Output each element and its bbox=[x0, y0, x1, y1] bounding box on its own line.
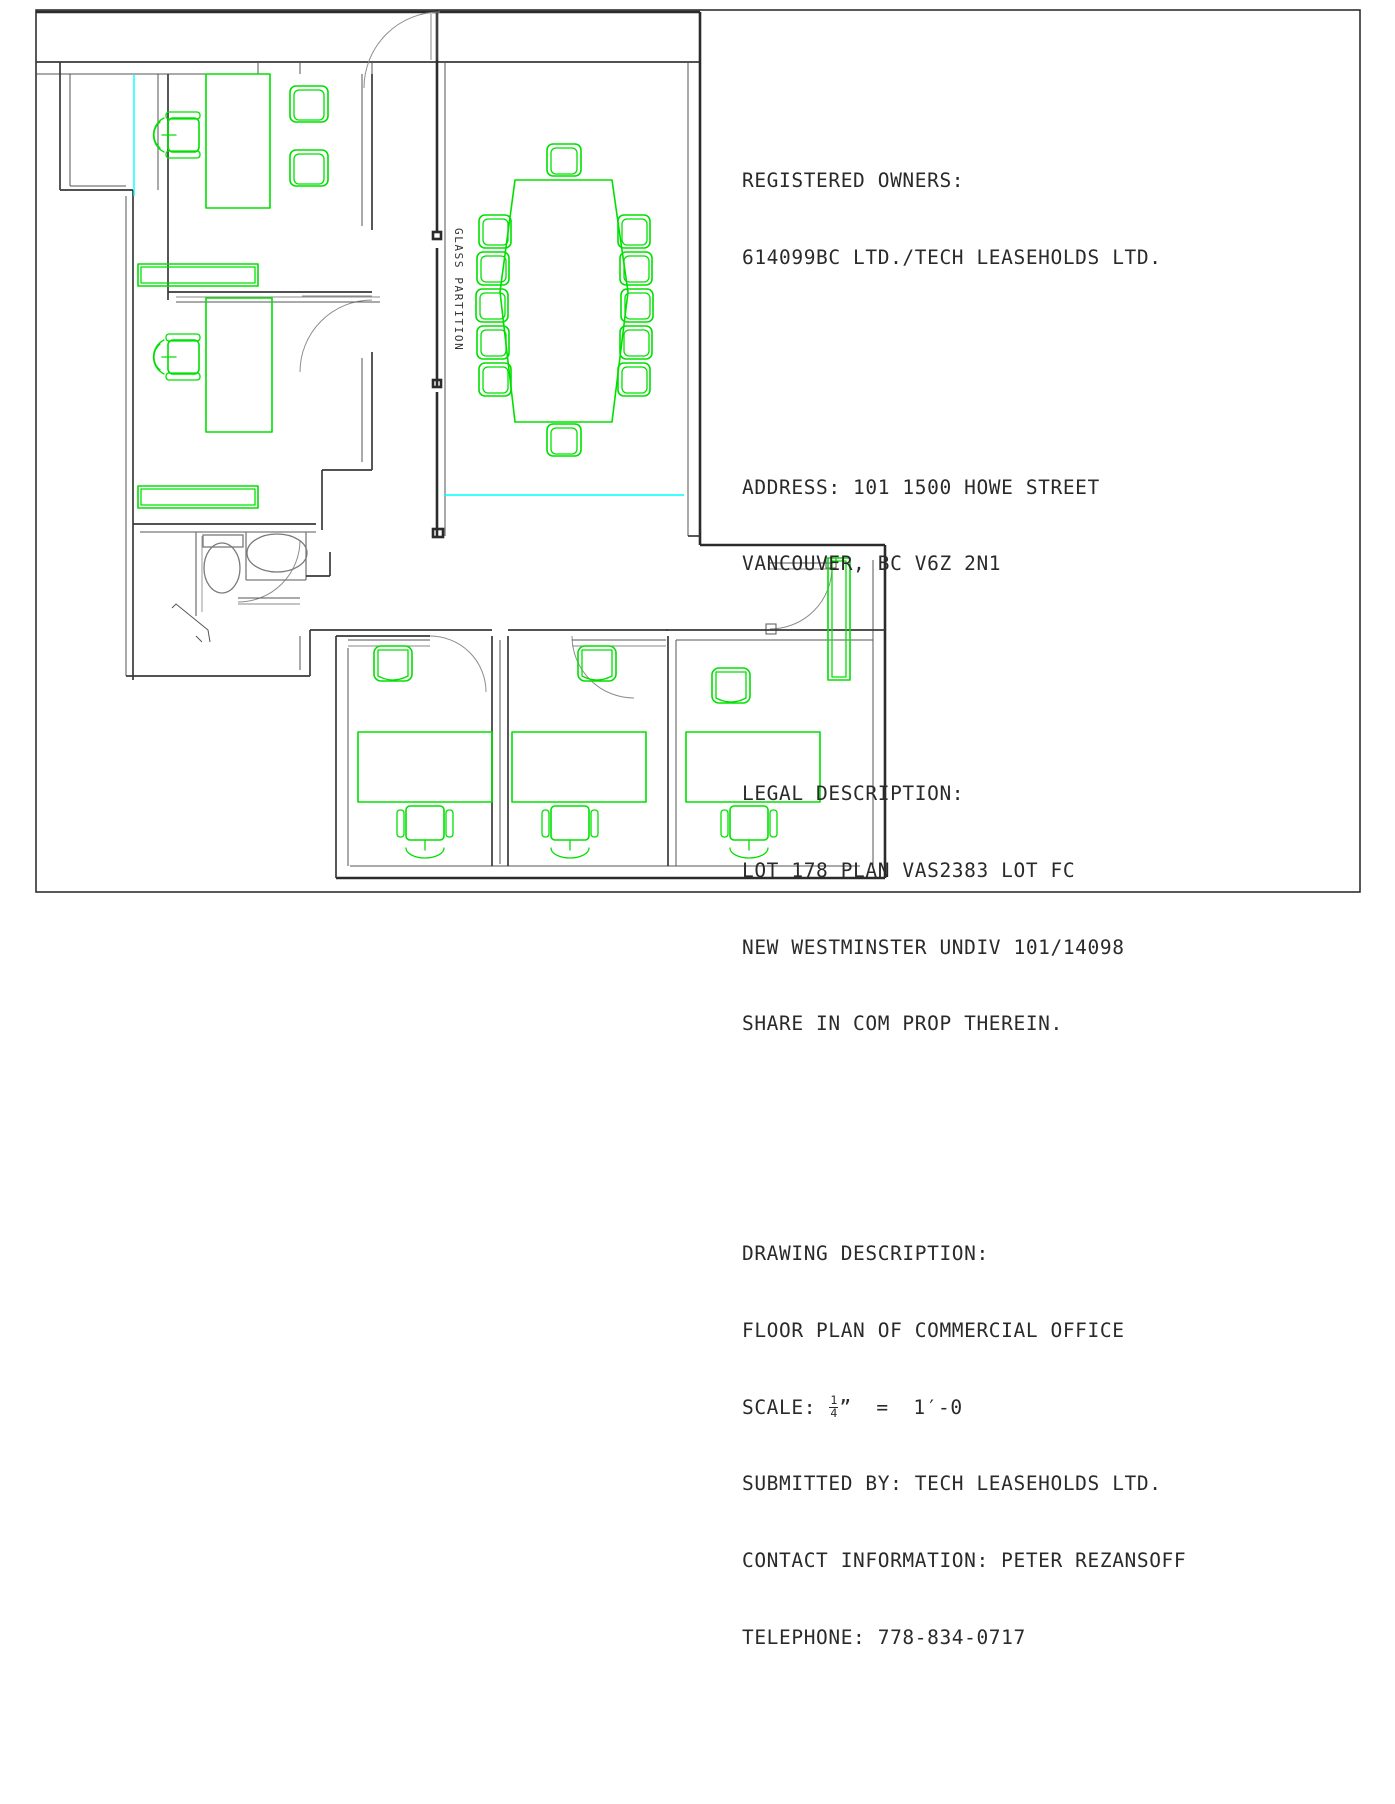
toilet-tank bbox=[202, 534, 244, 548]
furniture-office-1 bbox=[137, 73, 329, 287]
conference-table bbox=[499, 179, 629, 423]
guest-chair-office-b bbox=[577, 645, 617, 682]
legal-description-line-2: NEW WESTMINSTER UNDIV 101/14098 bbox=[742, 935, 1125, 959]
glazing-lines bbox=[133, 74, 684, 496]
conference-chair-left-2 bbox=[476, 251, 510, 286]
task-chair-office-b bbox=[541, 805, 599, 859]
scale-prefix: SCALE: bbox=[742, 1395, 829, 1419]
conference-chair-head-bottom bbox=[546, 423, 582, 457]
scale-denominator: 4 bbox=[830, 1406, 838, 1421]
telephone-line: TELEPHONE: 778-834-0717 bbox=[742, 1626, 1026, 1650]
task-chair-office-a bbox=[396, 805, 454, 859]
desk-office-c bbox=[685, 731, 821, 803]
conference-chair-head-top bbox=[546, 143, 582, 177]
desk-office-2 bbox=[205, 297, 273, 433]
drawing-description-block: DRAWING DESCRIPTION: FLOOR PLAN OF COMME… bbox=[742, 1190, 1342, 1702]
scale-suffix: ” = 1′-0 bbox=[839, 1395, 963, 1419]
washroom-fixtures bbox=[195, 531, 331, 616]
furniture-office-2 bbox=[137, 297, 273, 509]
credenza-office-2 bbox=[137, 485, 259, 509]
legal-description-line-1: LOT 178 PLAN VAS2383 LOT FC bbox=[742, 858, 1076, 882]
conference-chair-left-1 bbox=[478, 214, 512, 249]
floor-plan-drawing: GLASS PARTITION bbox=[35, 9, 1361, 893]
conference-chair-right-5 bbox=[617, 362, 651, 397]
legal-description-heading: LEGAL DESCRIPTION: bbox=[742, 782, 965, 806]
exterior-walls bbox=[36, 10, 887, 880]
guest-chair-office-1-a bbox=[289, 85, 329, 123]
glass-partition-wall: GLASS PARTITION bbox=[431, 10, 465, 539]
desk-office-a bbox=[357, 731, 493, 803]
address-line-1: ADDRESS: 101 1500 HOWE STREET bbox=[742, 475, 1100, 499]
guest-chair-office-1-b bbox=[289, 149, 329, 187]
furniture-office-b bbox=[511, 645, 647, 859]
registered-owners-heading: REGISTERED OWNERS: bbox=[742, 168, 965, 192]
conference-chair-left-5 bbox=[478, 362, 512, 397]
conference-chair-right-3 bbox=[620, 288, 654, 323]
task-chair-office-2 bbox=[152, 333, 201, 381]
doors bbox=[171, 11, 837, 699]
sheet-border bbox=[35, 9, 1361, 893]
conference-chair-right-1 bbox=[617, 214, 651, 249]
furniture-office-a bbox=[357, 645, 493, 859]
conference-chair-left-4 bbox=[476, 325, 510, 360]
toilet-bowl bbox=[203, 542, 241, 594]
guest-chair-office-c bbox=[711, 667, 751, 704]
storage-cabinet-office-c bbox=[827, 557, 851, 681]
legal-description-line-3: SHARE IN COM PROP THEREIN. bbox=[742, 1012, 1063, 1036]
desk-office-1 bbox=[205, 73, 271, 209]
sink-basin bbox=[246, 533, 308, 573]
task-chair-office-1 bbox=[152, 111, 201, 159]
drawing-sheet: GLASS PARTITION bbox=[35, 9, 1361, 1650]
registered-owners-value: 614099BC LTD./TECH LEASEHOLDS LTD. bbox=[742, 245, 1162, 269]
title-block: REGISTERED OWNERS: 614099BC LTD./TECH LE… bbox=[742, 40, 1342, 1804]
credenza-office-1 bbox=[137, 263, 259, 287]
interior-partitions-lower bbox=[336, 629, 885, 866]
contact-information-line: CONTACT INFORMATION: PETER REZANSOFF bbox=[742, 1549, 1187, 1573]
address-line-2: VANCOUVER, BC V6Z 2N1 bbox=[742, 552, 1002, 576]
submitted-by-line: SUBMITTED BY: TECH LEASEHOLDS LTD. bbox=[742, 1472, 1162, 1496]
furniture-office-c bbox=[685, 557, 851, 859]
registered-owners-block: REGISTERED OWNERS: 614099BC LTD./TECH LE… bbox=[742, 117, 1342, 322]
conference-chair-right-2 bbox=[619, 251, 653, 286]
furniture-conference-room bbox=[475, 143, 654, 457]
drawing-description-heading: DRAWING DESCRIPTION: bbox=[742, 1242, 989, 1266]
guest-chair-office-a bbox=[373, 645, 413, 682]
drawing-description-line-1: FLOOR PLAN OF COMMERCIAL OFFICE bbox=[742, 1318, 1125, 1342]
interior-partitions-upper bbox=[133, 62, 380, 533]
desk-office-b bbox=[511, 731, 647, 803]
conference-chair-right-4 bbox=[619, 325, 653, 360]
legal-description-block: LEGAL DESCRIPTION: LOT 178 PLAN VAS2383 … bbox=[742, 730, 1342, 1088]
conference-chair-left-3 bbox=[475, 288, 509, 323]
task-chair-office-c bbox=[720, 805, 778, 859]
address-block: ADDRESS: 101 1500 HOWE STREET VANCOUVER,… bbox=[742, 423, 1342, 628]
scale-numerator: 1 bbox=[829, 1393, 839, 1409]
glass-partition-label: GLASS PARTITION bbox=[452, 228, 465, 351]
